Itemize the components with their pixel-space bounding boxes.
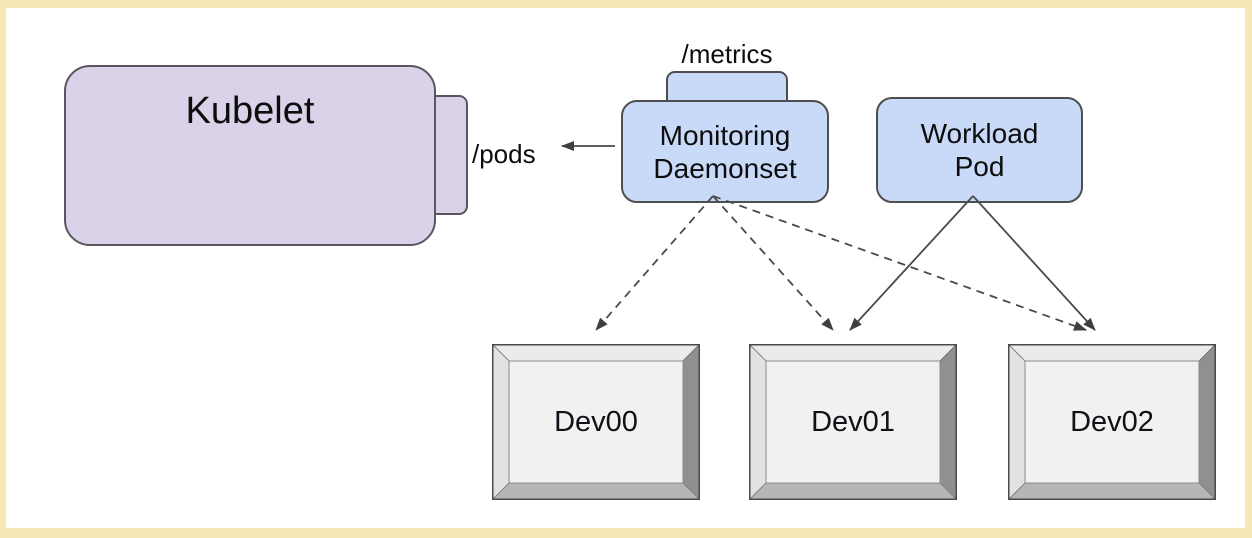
device-frame-3d: [749, 344, 957, 500]
diagram-canvas: Kubelet /pods /metrics Monitoring Daemon…: [6, 8, 1245, 528]
kubelet-node: Kubelet: [64, 65, 436, 246]
device-frame-3d: [492, 344, 700, 500]
workload-pod-node: Workload Pod: [876, 97, 1083, 203]
device-frame-3d: [1008, 344, 1216, 500]
monitoring-daemonset-node: Monitoring Daemonset: [621, 100, 829, 203]
kubelet-label: Kubelet: [185, 90, 315, 132]
device-dev01-node: Dev01: [749, 344, 957, 500]
monitoring-daemonset-label-line1: Monitoring: [659, 119, 791, 151]
pods-endpoint-label: /pods: [472, 139, 536, 169]
device-dev00-node: Dev00: [492, 344, 700, 500]
metrics-endpoint-label: /metrics: [681, 39, 773, 69]
workload-pod-label-line2: Pod: [954, 151, 1005, 182]
device-dev02-label: Dev02: [1070, 405, 1154, 438]
workload-pod-label-line1: Workload: [920, 118, 1039, 149]
device-dev00-label: Dev00: [554, 405, 638, 438]
monitoring-daemonset-label-line2: Daemonset: [653, 152, 797, 184]
device-dev02-node: Dev02: [1008, 344, 1216, 500]
device-dev01-label: Dev01: [811, 405, 895, 438]
